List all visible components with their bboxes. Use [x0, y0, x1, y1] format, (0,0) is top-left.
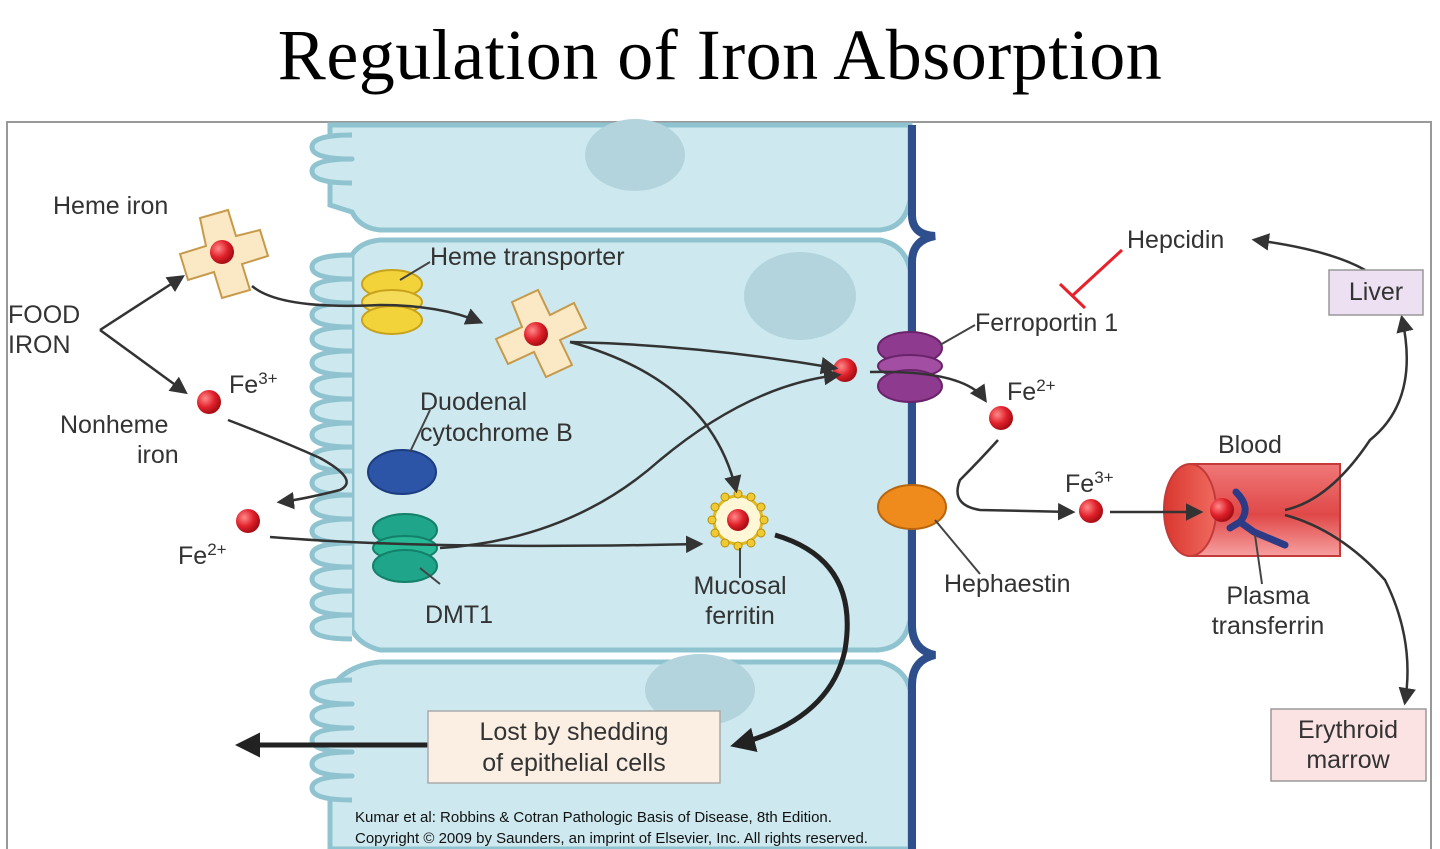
citation-line1: Kumar et al: Robbins & Cotran Pathologic…: [355, 809, 832, 826]
iron-ion-cytosol: [833, 358, 857, 382]
ferritin-label: ferritin: [705, 602, 774, 630]
diagram-frame: [6, 121, 1432, 849]
marrow-label: marrow: [1306, 746, 1390, 774]
fe3-ion-left: [197, 390, 221, 414]
shedding-label-line1: Lost by shedding: [479, 718, 668, 746]
heme-inside-molecule: [494, 288, 588, 379]
fe2-right-label: Fe2+: [1007, 376, 1056, 406]
heme-iron-molecule: [178, 208, 270, 300]
transferrin-molecule: [1226, 488, 1289, 549]
hepcidin-inhibition: [1058, 248, 1124, 310]
hepcidin-label: Hepcidin: [1127, 226, 1224, 254]
nucleus: [645, 654, 755, 726]
plasma-label: Plasma: [1226, 582, 1309, 610]
hephaestin-label: Hephaestin: [944, 570, 1070, 598]
fe3-left-label: Fe3+: [229, 369, 278, 399]
fe2-left-label: Fe2+: [178, 540, 227, 570]
nucleus: [585, 119, 685, 191]
citation-line2: Copyright © 2009 by Saunders, an imprint…: [355, 830, 868, 847]
liver-box: [1328, 269, 1424, 316]
cytochrome-b-protein: [367, 449, 437, 495]
cytochrome-b-label: cytochrome B: [420, 419, 573, 447]
nucleus: [744, 252, 856, 340]
nonheme-label: Nonheme: [60, 411, 168, 439]
iron-in-blood: [1210, 498, 1234, 522]
cell-middle: [349, 237, 913, 653]
arrows: [99, 233, 1416, 758]
leader-lines: [399, 261, 1263, 585]
ferroportin-protein: [877, 331, 943, 403]
blood-label: Blood: [1218, 431, 1282, 459]
heme-transporter-label: Heme transporter: [430, 243, 625, 271]
food-label: FOOD: [8, 301, 80, 329]
page-title: Regulation of Iron Absorption: [277, 15, 1163, 95]
nonheme-iron-label: iron: [137, 441, 179, 469]
blood-vessel: [1163, 463, 1341, 557]
hephaestin-protein: [877, 484, 947, 530]
fe3-ion-right: [1079, 499, 1103, 523]
fe3-right-label: Fe3+: [1065, 468, 1114, 498]
dmt1-label: DMT1: [425, 601, 493, 629]
fe2-ion-right: [989, 406, 1013, 430]
heme-iron-label: Heme iron: [53, 192, 168, 220]
heme-transporter-protein: [361, 269, 423, 335]
mucosal-ferritin-complex: [707, 489, 769, 551]
shedding-box: [427, 710, 721, 784]
transferrin-label: transferrin: [1212, 612, 1325, 640]
basolateral-membrane: [908, 125, 937, 849]
fe2-ion-left: [236, 509, 260, 533]
ferroportin-label: Ferroportin 1: [975, 309, 1118, 337]
microvilli: [309, 132, 355, 803]
shedding-label-line2: of epithelial cells: [482, 749, 665, 777]
mucosal-label: Mucosal: [693, 572, 786, 600]
erythroid-marrow-box: [1270, 708, 1427, 782]
dmt1-protein: [372, 513, 438, 583]
liver-label: Liver: [1349, 278, 1403, 306]
iron-label: IRON: [8, 331, 71, 359]
epithelial-cells: [309, 119, 937, 849]
erythroid-label: Erythroid: [1298, 716, 1398, 744]
duodenal-label: Duodenal: [420, 388, 527, 416]
